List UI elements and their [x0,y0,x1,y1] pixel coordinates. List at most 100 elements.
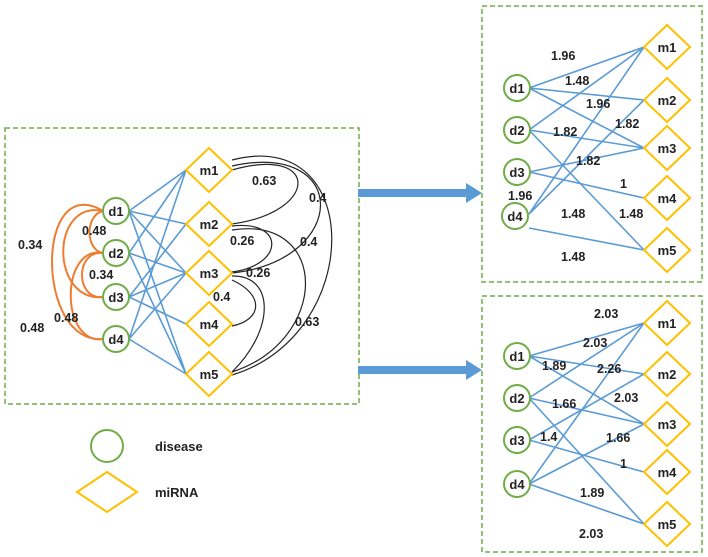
node-label: m3 [658,417,677,432]
node-label: d1 [108,204,123,219]
left-similarity-edges [51,155,333,376]
disease-node-d4[interactable]: d4 [501,202,529,230]
legend-mirna: miRNA [75,470,199,514]
mirna-node-m1[interactable]: m1 [642,299,692,347]
node-label: d3 [108,290,123,305]
similarity-label: 0.63 [295,315,319,329]
node-label: m2 [658,93,677,108]
similarity-label: 0.48 [54,311,78,325]
legend: disease miRNA [75,429,203,514]
edge-weight-label: 2.03 [614,391,638,405]
disease-similarity-edge [88,210,104,254]
disease-similarity-edge [51,203,104,341]
mirna-node-m3[interactable]: m3 [642,124,692,172]
edge-weight-label: 1.66 [552,397,576,411]
edge-weight-label: 1.48 [561,250,585,264]
disease-similarity-edge [69,251,104,341]
mirna-node-m3[interactable]: m3 [184,249,234,297]
node-label: d2 [509,123,524,138]
left-mirna-similarity-labels: 0.63 0.4 0.26 0.4 0.26 0.4 0.63 [213,174,326,329]
top-right-mirnas: m1 m2 m3 m4 m5 [642,23,692,274]
disease-node-d4[interactable]: d4 [102,325,130,353]
disease-node-d1[interactable]: d1 [503,74,531,102]
disease-node-d1[interactable]: d1 [102,197,130,225]
disease-similarity-edge [62,209,104,299]
disease-node-d3[interactable]: d3 [503,426,531,454]
mirna-similarity-edge [231,275,265,373]
edge-weight-label: 1.48 [619,207,643,221]
node-label: d3 [509,165,524,180]
node-label: d1 [509,349,524,364]
edge-weight-label: 1.4 [540,430,557,444]
edge-weight-label: 1.96 [586,97,610,111]
node-label: m4 [658,465,678,480]
node-label: d2 [108,246,123,261]
mirna-node-m5[interactable]: m5 [642,500,692,548]
disease-node-d2[interactable]: d2 [503,116,531,144]
arrow-top [358,183,482,203]
node-label: d4 [509,477,525,492]
edge-weight-label: 1.96 [551,49,575,63]
mirna-node-m1[interactable]: m1 [184,146,234,194]
bottom-right-mirnas: m1 m2 m3 m4 m5 [642,299,692,548]
similarity-label: 0.48 [82,224,106,238]
node-label: m5 [200,367,219,382]
mirna-similarity-edge [231,164,299,225]
edge-weight-label: 1.48 [561,207,585,221]
bottom-right-diseases: d1 d2 d3 d4 [503,342,531,498]
mirna-node-m4[interactable]: m4 [642,448,692,496]
edge-weight-label: 2.26 [597,362,621,376]
disease-node-d2[interactable]: d2 [102,239,130,267]
mirna-node-m4[interactable]: m4 [184,300,234,348]
mirna-similarity-edge [231,228,306,373]
diamond-icon [75,470,139,514]
mirna-node-m3[interactable]: m3 [642,400,692,448]
edge-weight-label: 2.03 [583,336,607,350]
mirna-similarity-edge [231,224,273,273]
mirna-node-m2[interactable]: m2 [184,200,234,248]
edge-weight-label: 1.82 [576,154,600,168]
top-right-weights: 1.96 1.48 1.96 1.82 1.82 1.82 1.96 1 1.4… [508,49,643,264]
left-diseases: d1 d2 d3 d4 [102,197,130,353]
left-association-edges [128,169,187,375]
edge-weight-label: 1.82 [553,125,577,139]
mirna-node-m4[interactable]: m4 [642,174,692,222]
similarity-label: 0.48 [20,321,44,335]
similarity-label: 0.63 [252,174,276,188]
edge-weight-label: 1.89 [580,486,604,500]
legend-disease: disease [90,429,203,463]
disease-node-d3[interactable]: d3 [102,283,130,311]
bottom-right-weights: 2.03 2.03 1.89 2.26 1.66 2.03 1.4 1.66 1… [540,307,638,541]
edge-weight-label: 1.66 [606,431,630,445]
node-label: m2 [200,217,219,232]
similarity-label: 0.4 [309,191,326,205]
disease-node-d1[interactable]: d1 [503,342,531,370]
similarity-label: 0.4 [213,290,230,304]
edge-weight-label: 1.89 [542,359,566,373]
disease-similarity-edge [81,251,104,299]
mirna-node-m2[interactable]: m2 [642,76,692,124]
similarity-label: 0.26 [230,234,254,248]
similarity-label: 0.34 [18,238,42,252]
node-label: m5 [658,243,677,258]
node-label: m4 [658,191,678,206]
bottom-right-edges [528,322,645,525]
node-label: m2 [658,367,677,382]
left-mirnas: m1 m2 m3 m4 m5 [184,146,234,398]
disease-node-d3[interactable]: d3 [503,158,531,186]
mirna-node-m1[interactable]: m1 [642,23,692,71]
node-label: m3 [658,141,677,156]
edge-weight-label: 1.82 [615,117,639,131]
mirna-node-m5[interactable]: m5 [642,226,692,274]
mirna-similarity-edge [231,155,333,376]
node-label: m3 [200,266,219,281]
mirna-node-m2[interactable]: m2 [642,350,692,398]
disease-node-d2[interactable]: d2 [503,384,531,412]
node-label: m5 [658,517,677,532]
top-right-edges [528,46,645,251]
mirna-node-m5[interactable]: m5 [184,350,234,398]
arrow-bottom [358,360,482,380]
circle-icon [90,429,124,463]
disease-node-d4[interactable]: d4 [503,470,531,498]
